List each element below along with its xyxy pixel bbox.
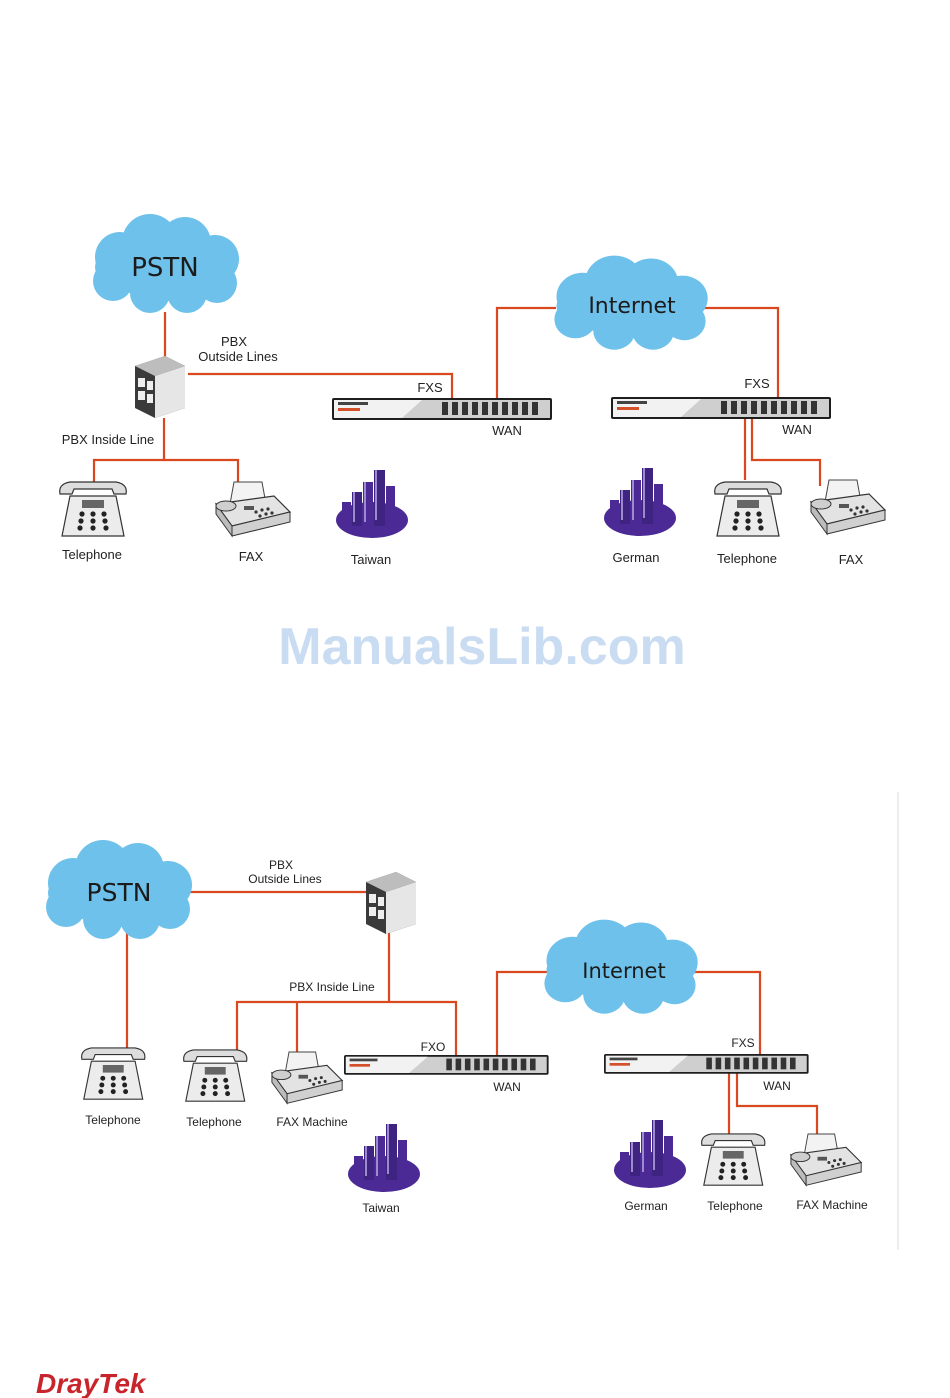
- router-german-port-label: FXS: [731, 1036, 754, 1050]
- building-icon: [614, 1120, 686, 1188]
- telephone-icon: [82, 1048, 145, 1099]
- router-taiwan-port-label: FXO: [421, 1040, 446, 1054]
- telephone-1-label: Telephone: [85, 1113, 141, 1127]
- telephone-right-label: Telephone: [707, 1199, 763, 1213]
- router-german: [611, 397, 831, 419]
- site-taiwan-label: Taiwan: [362, 1201, 399, 1215]
- site-taiwan-label: Taiwan: [351, 552, 391, 567]
- telephone-icon: [702, 1134, 765, 1185]
- fax-icon: [272, 1052, 342, 1103]
- telephone-2-label: Telephone: [186, 1115, 242, 1129]
- pbx-outside-label-line1: PBX: [269, 858, 293, 872]
- telephone-icon: [715, 482, 782, 536]
- router-taiwan-port-label: FXS: [417, 380, 443, 395]
- fax-right-label: FAX Machine: [796, 1198, 868, 1212]
- fax-right-label: FAX: [839, 552, 864, 567]
- building-icon: [336, 470, 408, 538]
- draytek-logo: DrayTek: [36, 1368, 147, 1398]
- building-icon: [604, 468, 676, 536]
- pbx-inside-label: PBX Inside Line: [62, 432, 155, 447]
- pbx-outside-label-line1: PBX: [221, 334, 247, 349]
- router-german: [604, 1054, 809, 1074]
- router-german-port-label: FXS: [744, 376, 770, 391]
- pbx-icon: [135, 356, 185, 418]
- internet-label: Internet: [588, 294, 676, 319]
- pstn-label: PSTN: [131, 253, 199, 283]
- fax-icon: [791, 1134, 861, 1185]
- watermark: ManualsLib.com: [278, 618, 685, 676]
- site-german-label: German: [613, 550, 660, 565]
- router-taiwan: [344, 1055, 549, 1075]
- pbx-inside-label: PBX Inside Line: [289, 980, 375, 994]
- router-german-wan-label: WAN: [763, 1079, 791, 1093]
- pbx-outside-label-line2: Outside Lines: [248, 872, 321, 886]
- router-taiwan-wan-label: WAN: [493, 1080, 521, 1094]
- router-german-wan-label: WAN: [782, 422, 812, 437]
- telephone-right-label: Telephone: [717, 551, 777, 566]
- site-german-label: German: [624, 1199, 667, 1213]
- building-icon: [348, 1124, 420, 1192]
- telephone-left-label: Telephone: [62, 547, 122, 562]
- fax-icon: [216, 482, 290, 536]
- fax-left-label: FAX: [239, 549, 264, 564]
- diagram-1: PSTN Internet PBX Outside Lines PBX Insi…: [60, 214, 885, 567]
- diagram-2: PSTN Internet PBX Outside Lines PBX Insi…: [46, 840, 868, 1215]
- pbx-outside-label-line2: Outside Lines: [198, 349, 278, 364]
- fax-left-label: FAX Machine: [276, 1115, 348, 1129]
- telephone-icon: [60, 482, 127, 536]
- pstn-label: PSTN: [87, 878, 152, 907]
- router-taiwan: [332, 398, 552, 420]
- router-taiwan-wan-label: WAN: [492, 423, 522, 438]
- fax-icon: [811, 480, 885, 534]
- internet-label: Internet: [582, 959, 665, 983]
- pbx-icon: [366, 872, 416, 934]
- telephone-icon: [184, 1050, 247, 1101]
